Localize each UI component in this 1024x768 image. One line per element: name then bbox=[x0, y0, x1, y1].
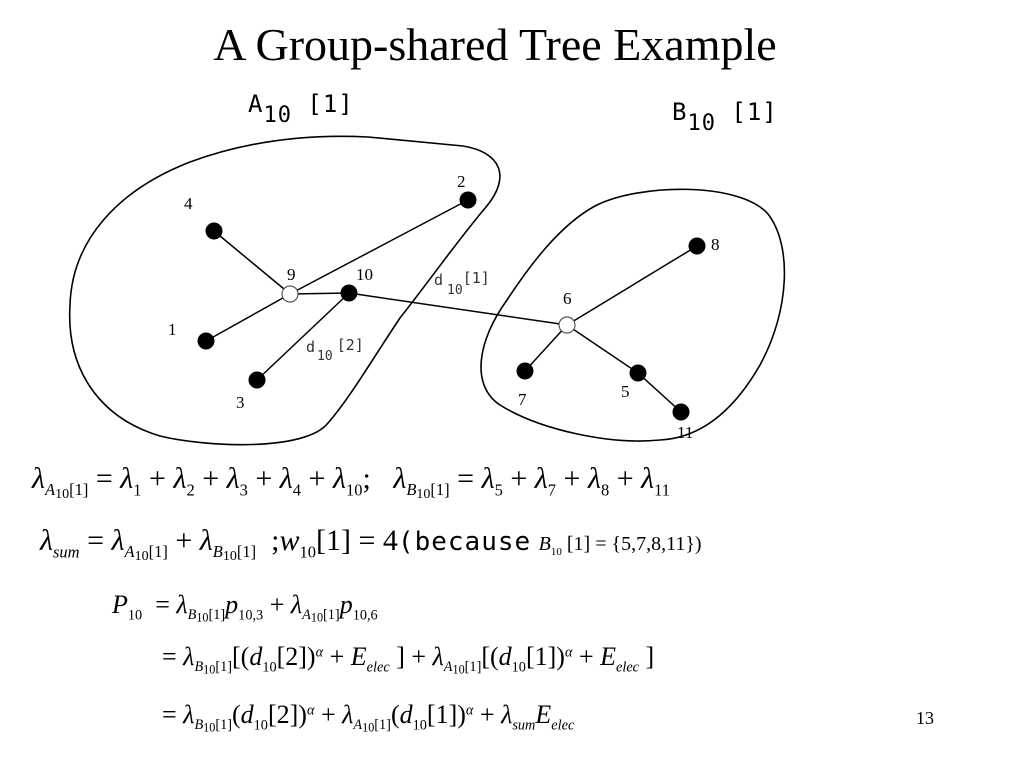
node-11 bbox=[672, 403, 690, 421]
edge-5-11 bbox=[637, 372, 682, 413]
node-label-1: 1 bbox=[168, 320, 177, 339]
equation-lambda-sum: λsum = λA10[1] + λB10[1] ;w10[1] = 4(bec… bbox=[40, 524, 702, 565]
node-label-6: 6 bbox=[563, 289, 572, 308]
group-b-boundary bbox=[480, 188, 786, 442]
edge-6-7 bbox=[524, 324, 568, 372]
node-label-3: 3 bbox=[236, 393, 245, 412]
node-5 bbox=[629, 364, 647, 382]
node-3 bbox=[248, 371, 266, 389]
node-label-9: 9 bbox=[287, 265, 296, 284]
tree-nodes bbox=[197, 191, 706, 421]
node-6 bbox=[558, 316, 576, 334]
edge-1-9 bbox=[205, 293, 291, 342]
edge-10-3 bbox=[256, 292, 350, 381]
tree-node-labels: 1 2 3 4 5 6 7 8 9 10 11 bbox=[168, 172, 720, 442]
node-label-2: 2 bbox=[457, 172, 466, 191]
node-2 bbox=[459, 191, 477, 209]
node-4 bbox=[205, 222, 223, 240]
group-a-boundary bbox=[68, 135, 501, 446]
node-10 bbox=[340, 284, 358, 302]
tree-edges bbox=[205, 199, 698, 413]
edge-label-d10-1: d10[1] bbox=[434, 269, 490, 298]
slide-title: A Group-shared Tree Example bbox=[213, 19, 777, 70]
node-label-11: 11 bbox=[677, 423, 693, 442]
set-text: [1] = {5,7,8,11}) bbox=[566, 533, 702, 555]
node-8 bbox=[688, 237, 706, 255]
edge-10-6 bbox=[348, 292, 568, 326]
edge-9-10 bbox=[289, 292, 350, 295]
node-label-10: 10 bbox=[356, 265, 373, 284]
edge-6-5 bbox=[566, 324, 639, 374]
edge-2-9 bbox=[289, 199, 469, 295]
node-label-4: 4 bbox=[184, 194, 193, 213]
tree-diagram: 1 2 3 4 5 6 7 8 9 10 11 d10[1] d10[2] bbox=[68, 135, 786, 446]
equation-p10-final: = λB10[1](d10[2])α + λA10[1](d10[1])α + … bbox=[162, 700, 575, 735]
edge-6-8 bbox=[566, 245, 698, 326]
because-text: (because bbox=[397, 527, 532, 557]
edge-label-d10-2: d10[2] bbox=[306, 336, 364, 364]
node-label-8: 8 bbox=[711, 235, 720, 254]
equation-lambda-a-b: λA10[1] = λ1 + λ2 + λ3 + λ4 + λ10; λB10[… bbox=[32, 462, 670, 503]
node-label-5: 5 bbox=[621, 382, 630, 401]
region-b-label: B10 [1] bbox=[672, 98, 778, 136]
node-7 bbox=[516, 362, 534, 380]
page-number: 13 bbox=[916, 708, 934, 728]
equation-p10-expanded: = λB10[1][(d10[2])α + Eelec ] + λA10[1][… bbox=[162, 642, 655, 677]
edge-4-9 bbox=[213, 230, 291, 295]
node-9 bbox=[281, 285, 299, 303]
region-a-label: A10 [1] bbox=[248, 90, 354, 128]
equation-p10: P10 = λB10[1]p10,3 + λA10[1]p10,6 bbox=[112, 590, 378, 625]
node-label-7: 7 bbox=[518, 390, 527, 409]
node-1 bbox=[197, 332, 215, 350]
